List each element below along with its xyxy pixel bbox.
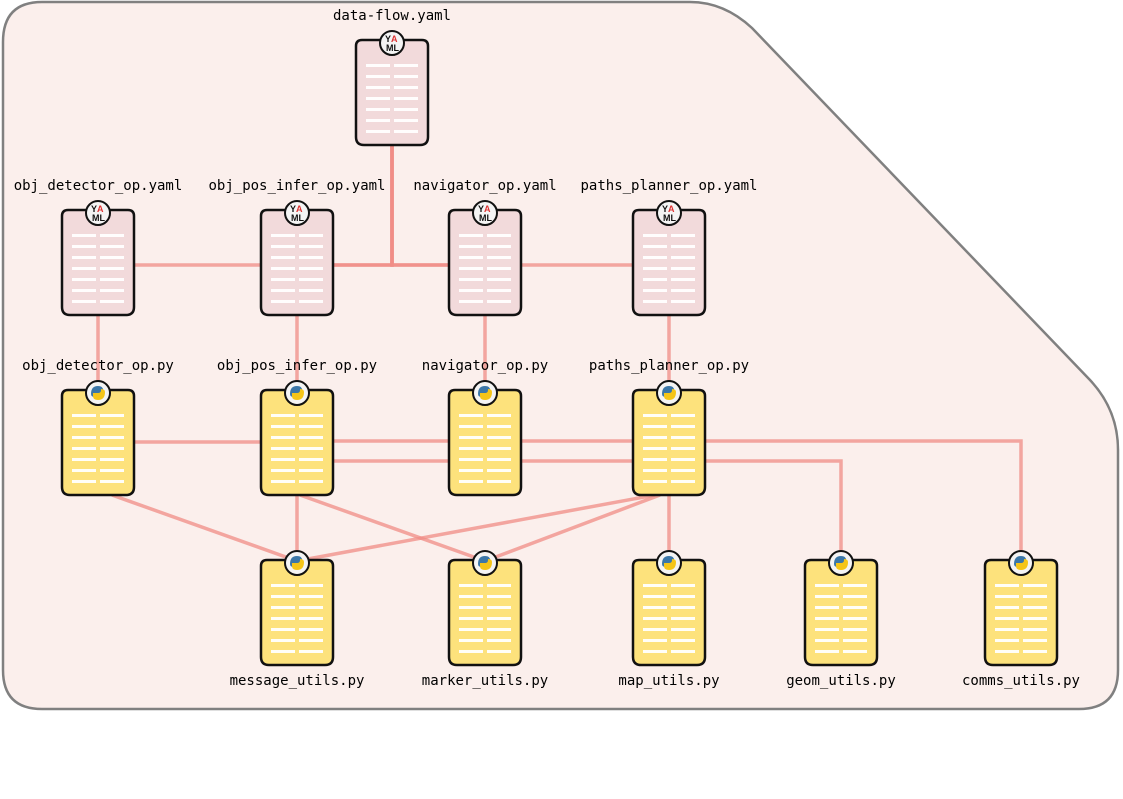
python-icon [284,550,310,576]
svg-text:A: A [391,34,398,44]
document-lines [815,584,867,653]
edge-paths_planner_op_py-to-marker_utils_py [484,493,661,563]
file-label: obj_detector_op.py [22,358,174,374]
python-icon [656,550,682,576]
edge-paths_planner_op_py-to-geom_utils_py [705,459,843,561]
file-node-marker-utils-py[interactable]: marker_utils.py [422,550,548,689]
svg-text:Y: Y [290,204,296,214]
file-node-geom-utils-py[interactable]: geom_utils.py [786,550,896,689]
file-label: data-flow.yaml [333,8,451,24]
document-lines [459,414,511,483]
svg-text:A: A [97,204,104,214]
svg-text:A: A [484,204,491,214]
document-lines [72,414,124,483]
file-label: obj_pos_infer_op.py [217,358,377,374]
file-node-navigator-op-py[interactable]: navigator_op.py [422,358,548,497]
document-lines [366,64,418,133]
project-container [1,0,1120,711]
svg-text:ML: ML [92,213,105,223]
edge-paths_planner_op_py-to-message_utils_py [296,493,656,563]
file-label: navigator_op.yaml [413,178,556,194]
svg-text:ML: ML [479,213,492,223]
document-lines [72,234,124,303]
file-node-obj-pos-infer-op-py[interactable]: obj_pos_infer_op.py [217,358,377,497]
svg-text:Y: Y [91,204,97,214]
file-node-comms-utils-py[interactable]: comms_utils.py [962,550,1080,689]
svg-text:Y: Y [662,204,668,214]
python-icon [1008,550,1034,576]
svg-text:A: A [668,204,675,214]
svg-text:ML: ML [291,213,304,223]
file-node-map-utils-py[interactable]: map_utils.py [618,550,720,689]
edge-obj_detector_op_py-to-message_utils_py [111,493,298,563]
file-label: paths_planner_op.py [589,358,749,374]
svg-text:A: A [296,204,303,214]
document-lines [459,234,511,303]
document-lines [643,414,695,483]
file-label: comms_utils.py [962,673,1080,689]
python-icon [656,380,682,406]
file-node-obj-detector-op-py[interactable]: obj_detector_op.py [22,358,174,497]
python-icon [85,380,111,406]
python-icon [284,380,310,406]
document-lines [643,234,695,303]
file-label: geom_utils.py [786,673,896,689]
svg-text:ML: ML [663,213,676,223]
document-lines [271,584,323,653]
document-lines [271,414,323,483]
python-icon [472,550,498,576]
file-node-paths-planner-op-py[interactable]: paths_planner_op.py [589,358,749,497]
document-lines [643,584,695,653]
python-icon [472,380,498,406]
file-node-message-utils-py[interactable]: message_utils.py [230,550,365,689]
edge-paths_planner_op_py-to-comms_utils_py [705,439,1023,561]
file-label: marker_utils.py [422,673,548,689]
file-label: map_utils.py [618,673,719,689]
document-lines [995,584,1047,653]
svg-text:ML: ML [386,43,399,53]
edge-data_flow_yaml-to-paths_planner_op_yaml [390,145,633,267]
file-label: navigator_op.py [422,358,548,374]
edge-obj_pos_infer_op_py-to-marker_utils_py [299,493,486,563]
svg-text:Y: Y [385,34,391,44]
document-lines [459,584,511,653]
file-label: message_utils.py [230,673,365,689]
file-label: paths_planner_op.yaml [580,178,757,194]
file-label: obj_detector_op.yaml [14,178,183,194]
document-lines [271,234,323,303]
file-label: obj_pos_infer_op.yaml [208,178,385,194]
python-icon [828,550,854,576]
svg-text:Y: Y [478,204,484,214]
